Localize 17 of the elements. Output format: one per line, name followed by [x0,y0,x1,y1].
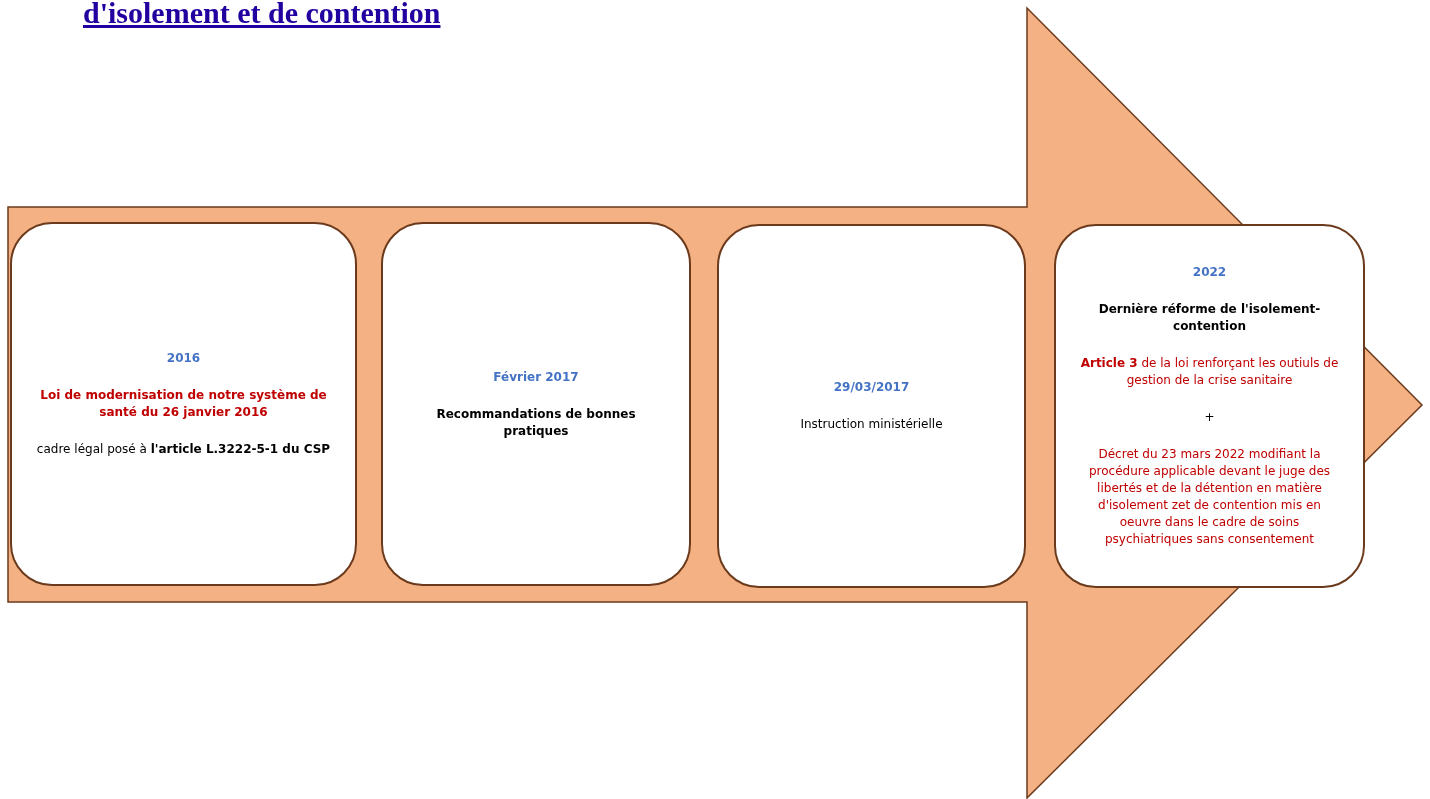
law-title: Loi de modernisation de notre système de santé du 26 janvier 2016 [39,387,328,421]
description: Recommandations de bonnes pratiques [435,405,637,440]
date-label: Février 2017 [493,368,579,386]
heading: d'isolement et de contention [83,0,441,30]
plus-sign: + [1204,409,1215,426]
heading-text: Dernière réforme de l'isolement-contention [1097,301,1322,335]
description: Instruction ministérielle [800,416,943,433]
date-label: 2022 [1192,264,1227,281]
timeline-card [10,222,357,586]
description: Article 3 de la loi renforçant les outiuls de gestion de la crise sanitaire [1079,355,1340,389]
description: Décret du 23 mars 2022 modifiant la procédure applicable devant le juge des libertés et de la détention en matière d'isolement zet de contention mis en oeuvre dans le cadre de soins psychiatriques sans consentement [1087,446,1332,548]
date-label: 29/03/2017 [833,379,910,396]
date-label: 2016 [166,350,201,367]
timeline-card [381,222,691,586]
timeline-card [717,224,1026,588]
timeline-card [1054,224,1365,588]
description: cadre légal posé à l'article L.3222-5-1 du CSP [36,441,331,458]
